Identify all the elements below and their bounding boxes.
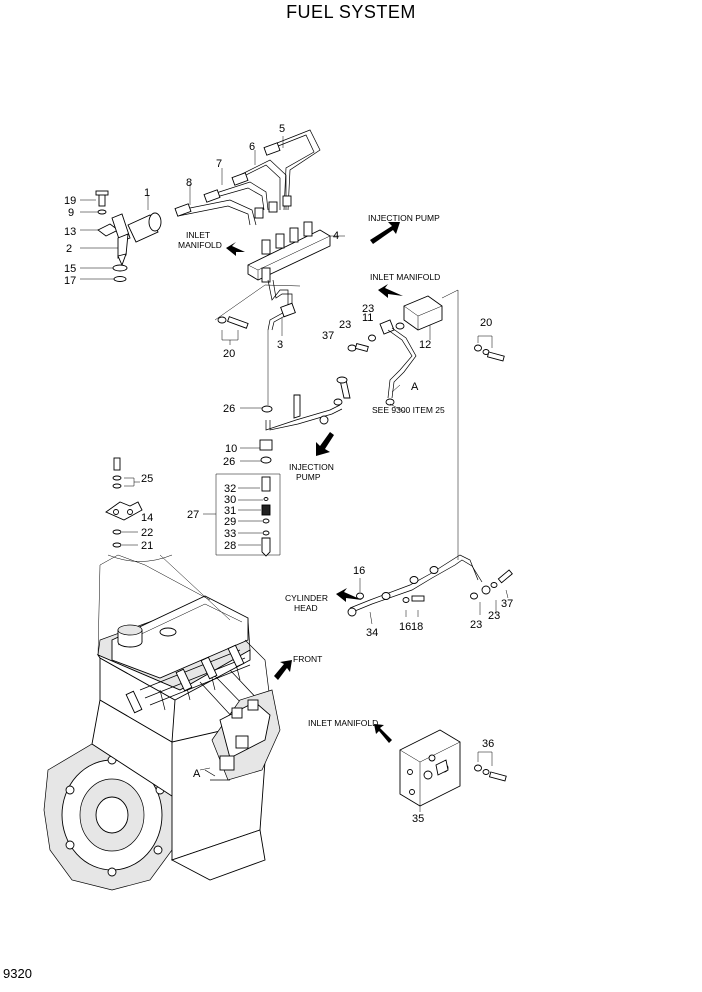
engine-assembly [43,554,281,891]
note-see-reference: SEE 9300 ITEM 25 [372,405,445,415]
callout-35: 35 [412,813,424,825]
callout-2: 2 [66,243,72,255]
callout-27: 27 [187,509,199,521]
note-ref-a-top: A [411,381,419,393]
callout-20: 20 [223,348,235,360]
annotation-notes: INJECTION PUMP INLET MANIFOLD INLET MANI… [178,213,445,780]
callout-23: 23 [339,319,351,331]
feed-line [347,554,513,625]
note-inlet-manifold-left-line2: MANIFOLD [178,240,222,250]
callout-16b: 16 [399,621,411,633]
callout-23c: 23 [470,619,482,631]
callout-9: 9 [68,207,74,219]
callout-1: 1 [144,187,150,199]
callout-6: 6 [249,141,255,153]
injector-assembly [80,190,162,282]
note-injection-pump-mid-line2: PUMP [296,472,321,482]
callout-21: 21 [141,540,153,552]
note-inlet-manifold-left-line1: INLET [186,230,210,240]
fuel-rail [214,221,345,345]
return-line [240,330,351,464]
fuel-lines-top [174,129,321,226]
callout-19: 19 [64,195,76,207]
callout-33: 33 [224,528,236,540]
callout-15: 15 [64,263,76,275]
callout-8: 8 [186,177,192,189]
callout-23b: 23 [362,303,374,315]
callout-3: 3 [277,339,283,351]
page-number: 9320 [3,966,32,981]
note-inlet-manifold-bottom: INLET MANIFOLD [308,718,378,728]
callout-22: 22 [141,527,153,539]
clamp-kit [105,457,173,562]
callout-31: 31 [224,505,236,517]
callout-32: 32 [224,483,236,495]
note-inlet-manifold-right: INLET MANIFOLD [370,272,440,282]
note-injection-pump-mid-line1: INJECTION [289,462,334,472]
note-cylinder-head-line2: HEAD [294,603,318,613]
arrow-cylinder-head-icon [336,588,362,602]
callout-18: 18 [411,621,423,633]
arrow-front-icon [274,660,292,680]
callout-12: 12 [419,339,431,351]
arrow-injection-pump-top-icon [370,222,400,244]
callout-25: 25 [141,473,153,485]
leak-off-line [347,289,505,560]
note-injection-pump-top: INJECTION PUMP [368,213,440,223]
callout-14: 14 [141,512,153,524]
page-title: FUEL SYSTEM [286,2,416,22]
callout-29: 29 [224,516,236,528]
direction-arrows [199,222,403,771]
note-front: FRONT [293,654,322,664]
callout-5: 5 [279,123,285,135]
arrow-inlet-manifold-right-icon [378,284,403,298]
arrow-injection-pump-mid-icon [316,432,334,456]
note-ref-a-engine: A [193,768,201,780]
callout-16: 16 [353,565,365,577]
banjo-bolt-kit [203,473,281,557]
callout-13: 13 [64,226,76,238]
callout-11: 11 [362,312,373,324]
callout-26: 26 [223,403,235,415]
callout-10: 10 [225,443,237,455]
callout-17: 17 [64,275,76,287]
callout-labels: 1 2 3 4 5 6 7 8 9 10 11 12 13 14 15 16 1… [64,123,513,825]
arrow-inlet-manifold-left-icon [226,242,245,256]
cover-plate [399,729,507,812]
callout-28: 28 [224,540,236,552]
callout-37: 37 [322,330,334,342]
callout-37b: 37 [501,598,513,610]
callout-20b: 20 [480,317,492,329]
callout-7: 7 [216,158,222,170]
arrow-inlet-manifold-bottom-icon [374,724,392,743]
note-cylinder-head-line1: CYLINDER [285,593,328,603]
callout-34: 34 [366,627,378,639]
callout-26b: 26 [223,456,235,468]
callout-36: 36 [482,738,494,750]
callout-30: 30 [224,494,236,506]
callout-23d: 23 [488,610,500,622]
callout-4: 4 [333,230,339,242]
